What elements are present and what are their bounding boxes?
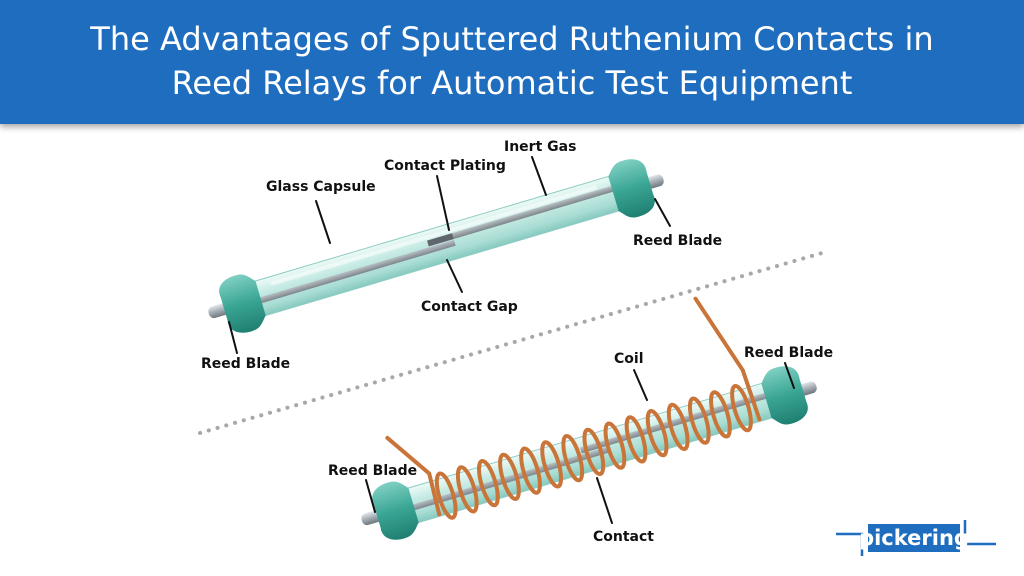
- section-divider: [198, 251, 824, 435]
- logo-box: [868, 524, 960, 552]
- logo-bracket-left: [836, 532, 864, 556]
- bottom-reed-switch: [361, 296, 817, 540]
- coil-turn: [687, 396, 711, 445]
- label-reed-blade: Reed Blade: [633, 233, 722, 249]
- label-glass-capsule: Glass Capsule: [266, 179, 376, 195]
- coil-turn: [455, 465, 479, 514]
- callout-reed-blade-bottom-right: Reed Blade: [744, 345, 833, 389]
- page-title-line-2: Reed Relays for Automatic Test Equipment: [171, 64, 853, 102]
- label-reed-blade: Reed Blade: [328, 463, 417, 479]
- coil-lead-left: [385, 435, 442, 517]
- label-reed-blade: Reed Blade: [201, 356, 290, 372]
- bottom-glass-end-left: [372, 481, 419, 540]
- coil-turn: [730, 383, 753, 433]
- top-glass-end-left: [219, 274, 266, 333]
- logo-text: pickering: [859, 526, 969, 550]
- label-contact-gap: Contact Gap: [421, 299, 518, 315]
- callout-contact: Contact: [593, 477, 654, 545]
- callout-coil: Coil: [614, 351, 648, 401]
- label-contact-plating: Contact Plating: [384, 158, 506, 174]
- leader-line: [315, 200, 331, 244]
- leader-line: [228, 321, 238, 354]
- label-reed-blade: Reed Blade: [744, 345, 833, 361]
- leader-line: [784, 362, 795, 389]
- coil-turn: [434, 471, 458, 520]
- coil-turn: [582, 427, 606, 477]
- leader-line: [436, 175, 450, 231]
- top-contact-plating: [427, 233, 454, 247]
- top-glass-highlight: [270, 185, 597, 286]
- callout-glass-capsule: Glass Capsule: [266, 179, 376, 244]
- logo-bracket-right: [963, 520, 996, 546]
- coil-turn: [624, 415, 648, 464]
- copper-coil: [434, 383, 753, 520]
- callout-inert-gas: Inert Gas: [504, 139, 576, 196]
- top-reed-switch: [208, 159, 664, 333]
- coil-turn: [561, 433, 585, 483]
- leader-line: [596, 477, 613, 524]
- leader-line: [633, 369, 648, 401]
- top-glass-end-right: [608, 159, 655, 218]
- callout-reed-blade-top-left: Reed Blade: [201, 321, 290, 372]
- pickering-logo: pickering: [836, 520, 996, 556]
- coil-turn: [709, 390, 732, 439]
- leader-line: [365, 479, 376, 513]
- title-banner: The Advantages of Sputtered Ruthenium Co…: [0, 0, 1024, 124]
- page-title: The Advantages of Sputtered Ruthenium Co…: [0, 17, 1024, 105]
- label-contact: Contact: [593, 529, 654, 545]
- coil-turn: [666, 402, 690, 452]
- page-title-line-1: The Advantages of Sputtered Ruthenium Co…: [90, 20, 934, 58]
- label-coil: Coil: [614, 351, 644, 367]
- callout-reed-blade-bottom-left: Reed Blade: [328, 463, 417, 513]
- top-reed-blade-left: [252, 239, 456, 306]
- coil-lead-right: [693, 296, 762, 422]
- callout-contact-gap: Contact Gap: [421, 259, 518, 315]
- bottom-glass-end-right: [761, 366, 808, 425]
- leader-line: [654, 198, 671, 227]
- coil-turn: [498, 452, 521, 501]
- coil-turn: [476, 458, 500, 508]
- leader-line: [531, 156, 547, 196]
- top-reed-blade-right: [427, 183, 621, 247]
- leader-line: [446, 259, 463, 293]
- coil-turn: [645, 408, 669, 458]
- callout-contact-plating: Contact Plating: [384, 158, 506, 231]
- coil-turn: [540, 440, 564, 489]
- callout-reed-blade-top-right: Reed Blade: [633, 198, 722, 249]
- label-inert-gas: Inert Gas: [504, 139, 576, 155]
- coil-turn: [603, 421, 627, 470]
